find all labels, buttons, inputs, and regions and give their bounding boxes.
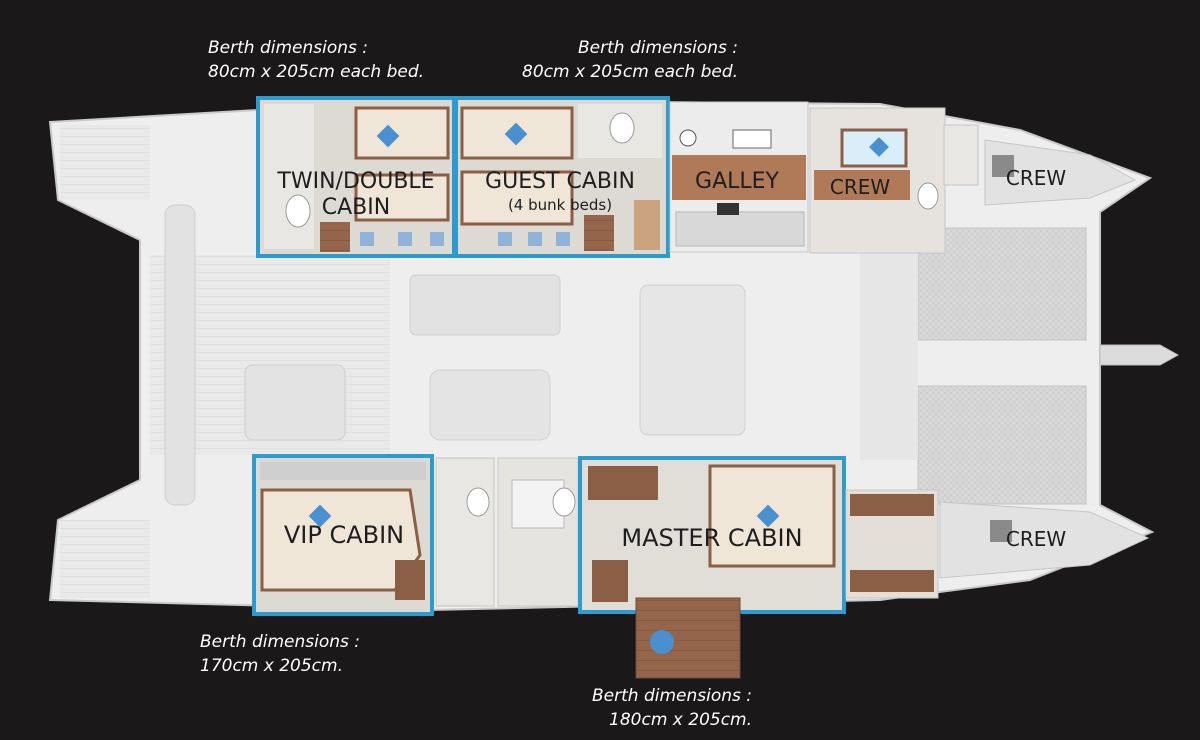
port-stern-deck (60, 125, 150, 200)
foredeck (860, 250, 918, 460)
crew-cabin-top-bow: CREW (984, 139, 1137, 206)
guest-berth-note-size: 80cm x 205cm each bed. (522, 62, 739, 82)
twin-berth-note-title: Berth dimensions : (208, 38, 369, 58)
twin-cabin-label-1: TWIN/DOUBLE (276, 169, 434, 194)
master-pillow-icon (756, 504, 780, 528)
twin-cabin-berth-note: Berth dimensions : 80cm x 205cm each bed… (208, 36, 424, 84)
master-cabin: MASTER CABIN (578, 456, 846, 614)
galley-cooktop (717, 203, 739, 215)
vip-cabin: VIP CABIN (252, 454, 434, 616)
vip-cabin-label: VIP CABIN (284, 521, 404, 549)
guest-cabin-berth-note: Berth dimensions : 80cm x 205cm each bed… (516, 36, 738, 84)
guest-cabin: GUEST CABIN (4 bunk beds) (454, 96, 670, 258)
guest-highlight-frame (454, 96, 670, 258)
center-bathrooms (435, 457, 579, 607)
twin-berth-note-size: 80cm x 205cm each bed. (208, 62, 425, 82)
vip-nightstand (395, 560, 425, 600)
twin-cabin-label-2: CABIN (322, 195, 390, 220)
vip-berth-note-title: Berth dimensions : (200, 632, 361, 652)
crew-mid-head (943, 124, 979, 186)
master-berth-note-size: 180cm x 205cm. (609, 710, 753, 730)
crew-top-hatch (992, 155, 1014, 177)
galley-hob-icon (679, 129, 697, 147)
twin-hatch-2 (398, 232, 412, 246)
twin-hatch-1 (360, 232, 374, 246)
crew-cabin-bottom-bow: CREW (939, 501, 1150, 579)
master-wardrobe (845, 489, 939, 599)
guest-stairs (584, 215, 614, 251)
vip-toilet (466, 487, 490, 517)
cockpit-lounge (244, 364, 346, 441)
master-berth-note-title: Berth dimensions : (592, 686, 753, 706)
starboard-stern-deck (60, 520, 150, 598)
master-desk (588, 466, 658, 500)
crew-bottom-bow-label: CREW (1006, 527, 1066, 551)
vip-ensuite (435, 457, 495, 607)
crew-mid-label: CREW (830, 175, 890, 199)
galley-counter (672, 155, 806, 200)
guest-cabin-sublabel: (4 bunk beds) (508, 196, 612, 214)
guest-hatch-2 (528, 232, 542, 246)
crew-mid-floor (814, 170, 910, 200)
helm-station (429, 369, 551, 441)
guest-locker (634, 200, 660, 250)
saloon-table (409, 274, 561, 336)
aft-bench (164, 204, 196, 506)
crew-mid-toilet (917, 182, 939, 210)
guest-berth-note-title: Berth dimensions : (578, 38, 739, 58)
galley-sink (732, 129, 772, 149)
galley-cabinets (675, 211, 805, 247)
twin-toilet (285, 194, 311, 228)
trampoline-port (917, 227, 1087, 341)
vip-berth-note-size: 170cm x 205cm. (200, 656, 343, 676)
guest-bunk-lower (460, 170, 574, 226)
guest-hatch-1 (498, 232, 512, 246)
vip-highlight-frame (252, 454, 434, 616)
swim-platform-cushion-icon (650, 630, 674, 654)
galley: GALLEY (669, 101, 809, 253)
crew-top-bow-label: CREW (1006, 166, 1066, 190)
master-cabin-label: MASTER CABIN (621, 524, 802, 552)
master-cabin-berth-note: Berth dimensions : 180cm x 205cm. (592, 684, 752, 732)
twin-double-cabin: TWIN/DOUBLE CABIN (256, 96, 456, 258)
master-sofa (592, 560, 628, 602)
master-toilet (552, 487, 576, 517)
bowsprit (1099, 344, 1180, 366)
saloon-sofa (639, 284, 746, 436)
guest-hatch-3 (556, 232, 570, 246)
twin-stairs (320, 222, 350, 252)
twin-bed-lower (354, 173, 450, 222)
twin-ensuite (264, 104, 314, 249)
vip-cabin-berth-note: Berth dimensions : 170cm x 205cm. (200, 630, 360, 678)
guest-cabin-label: GUEST CABIN (485, 169, 635, 194)
guest-toilet (609, 112, 635, 144)
galley-label: GALLEY (695, 169, 780, 194)
twin-bed-upper (354, 106, 450, 160)
crew-cabin-mid: CREW (809, 107, 979, 254)
trampoline-starboard (917, 385, 1087, 505)
vip-pillow-icon (308, 504, 332, 528)
crew-bottom-hatch (990, 520, 1012, 542)
vip-storage (260, 462, 426, 480)
twin-hatch-3 (430, 232, 444, 246)
